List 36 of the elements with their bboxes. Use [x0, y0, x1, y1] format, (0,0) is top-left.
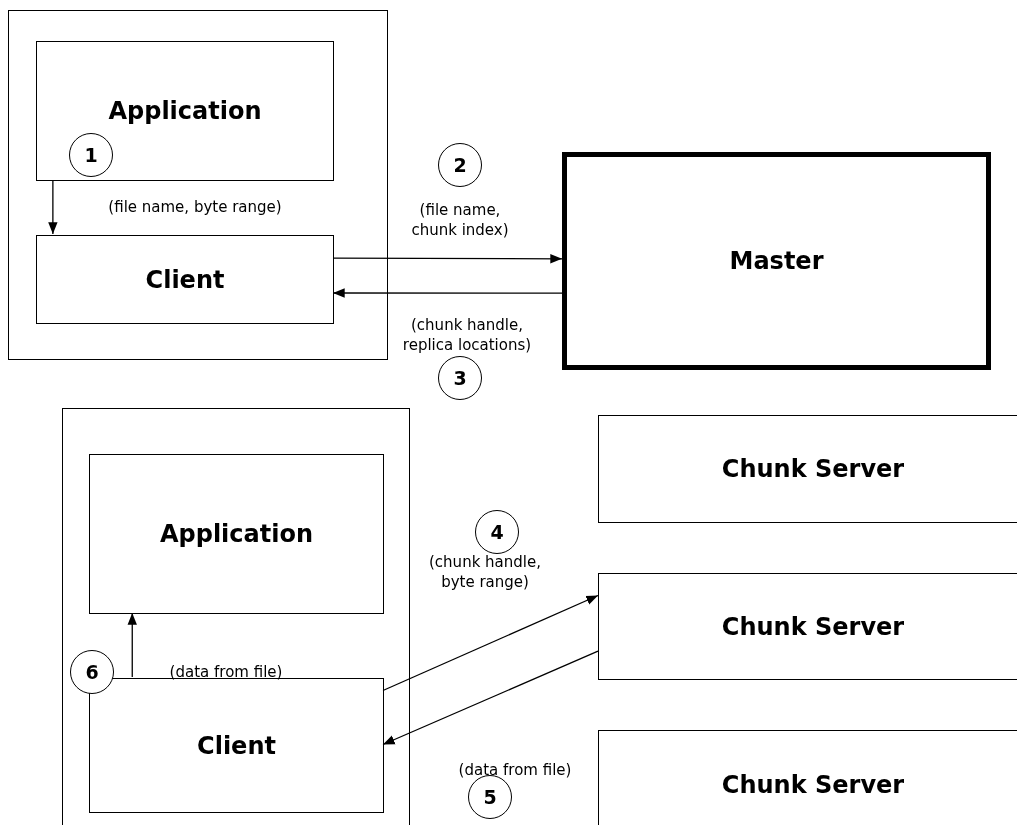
box-title: Master: [729, 246, 824, 277]
arrow: [332, 254, 563, 264]
box-title: Client: [145, 264, 225, 296]
component-box: [598, 573, 1017, 680]
component-box: [598, 730, 1017, 825]
box-title: Chunk Server: [721, 454, 905, 485]
box-title: Application: [108, 96, 262, 127]
message-label: (file name, byte range): [107, 197, 283, 217]
component-box: [598, 415, 1017, 523]
arrow: [332, 288, 563, 298]
step-number: 3: [453, 365, 467, 391]
step-number: 6: [85, 659, 99, 685]
box-title: Chunk Server: [721, 611, 905, 643]
step-number: 1: [84, 142, 98, 168]
component-box: [89, 678, 384, 813]
arrow: [127, 612, 137, 678]
component-box: [36, 235, 334, 324]
component-box: [562, 152, 991, 370]
arrow: [48, 179, 58, 235]
message-label: (data from file): [168, 662, 284, 682]
step-number: 5: [483, 784, 497, 810]
step-number: 2: [453, 152, 467, 178]
container-box: [8, 10, 388, 360]
box-title: Application: [159, 519, 314, 550]
message-label: (chunk handle, byte range): [428, 552, 542, 592]
component-box: [36, 41, 334, 181]
message-label: (data from file): [457, 760, 573, 780]
box-title: Chunk Server: [721, 770, 905, 801]
box-title: Client: [197, 730, 276, 762]
message-label: (chunk handle, replica locations): [401, 315, 533, 355]
component-box: [89, 454, 384, 614]
arrow: [382, 594, 599, 692]
container-box: [62, 408, 410, 825]
step-number: 4: [490, 519, 504, 545]
message-label: (file name, chunk index): [410, 200, 510, 240]
arrow: [382, 650, 599, 746]
